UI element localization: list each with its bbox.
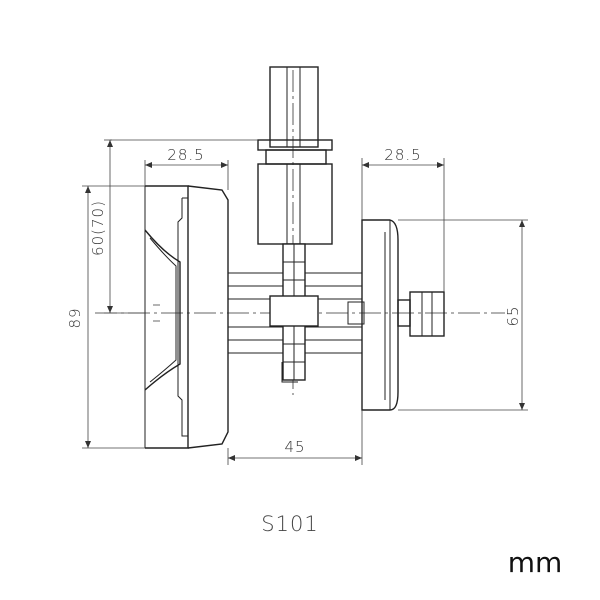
dimension-label-left-inner: 60(70) [89,200,107,256]
dimension-top-left: 28.5 [110,139,258,190]
right-rose-plate [361,219,399,411]
dimension-bottom-width: 45 [227,410,363,465]
cylinder-housing [257,66,333,245]
dimension-label-right-height: 65 [504,305,522,326]
dimension-label-top-left: 28.5 [167,146,204,164]
dimension-right-height: 65 [398,219,528,411]
left-rose-plate [144,185,229,449]
dimension-left-outer: 89 [66,185,145,449]
thumb-turn [397,291,445,337]
unit-label: mm [508,546,563,579]
dimension-top-right: 28.5 [361,146,445,292]
dimension-left-inner: 60(70) [89,139,145,314]
dimension-label-top-right: 28.5 [384,146,421,164]
dimension-label-left-outer: 89 [66,307,84,328]
dimension-label-bottom-width: 45 [284,438,305,456]
latch-cam [269,243,319,383]
model-label: S101 [261,512,318,536]
